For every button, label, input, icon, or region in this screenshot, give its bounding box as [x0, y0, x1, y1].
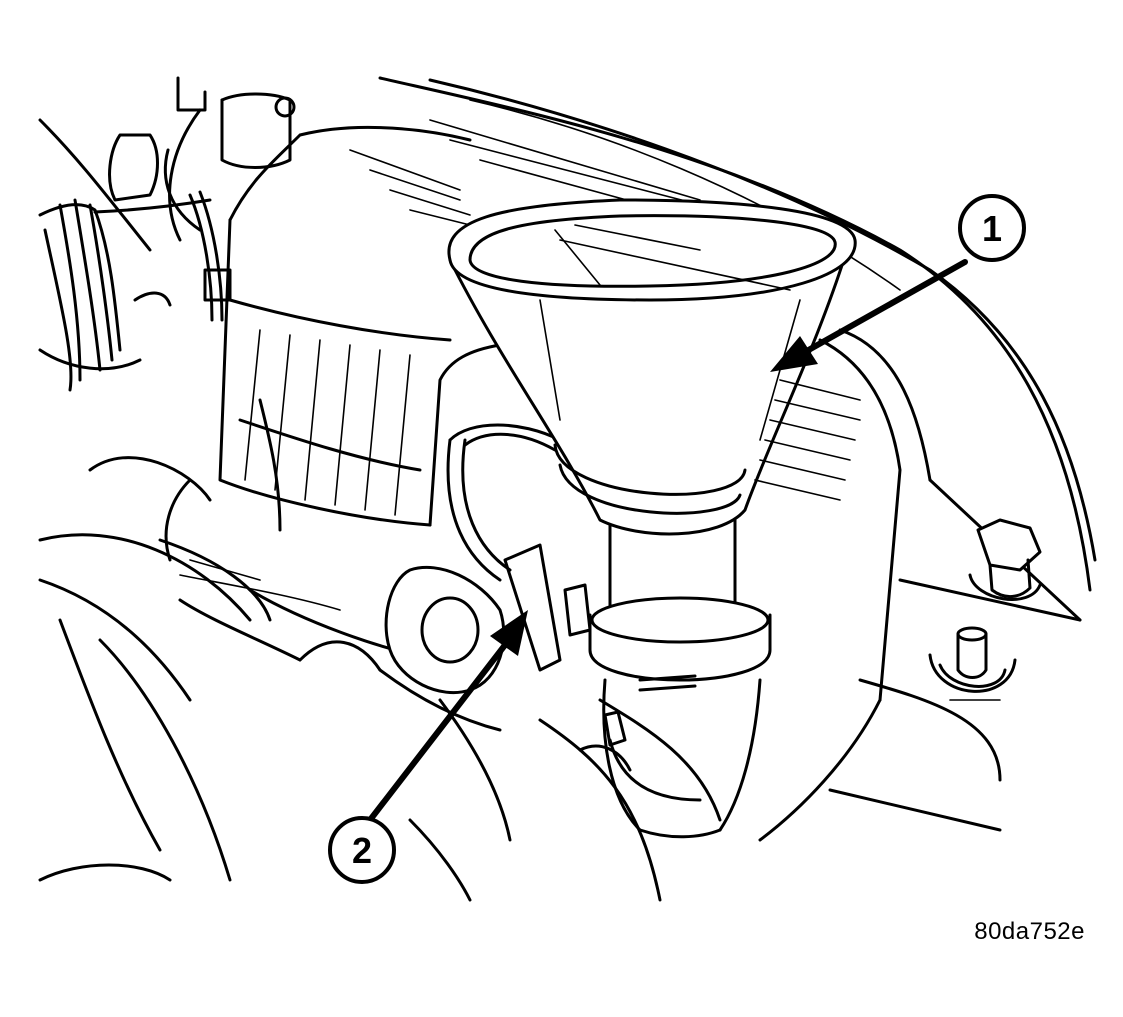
callout-1-arrowhead — [770, 336, 818, 372]
vent-hose — [446, 423, 562, 582]
callout-1-number: 1 — [982, 208, 1002, 249]
funnel — [447, 198, 861, 839]
hood-outline — [38, 76, 1097, 592]
callout-2-arrowhead — [490, 610, 528, 656]
hex-bolt — [968, 518, 1042, 601]
upper-hose — [163, 92, 296, 232]
callout-1: 1 — [770, 194, 1026, 372]
figure-id-label: 80da752e — [974, 918, 1085, 945]
callout-2-number: 2 — [352, 830, 372, 871]
callout-1-leader — [802, 259, 968, 355]
right-panel — [758, 328, 1082, 842]
callout-1-circle — [958, 194, 1026, 262]
stud — [928, 626, 1017, 693]
callout-2-leader — [367, 642, 508, 823]
fill-tube-cap — [384, 543, 632, 772]
air-cleaner-housing — [203, 119, 721, 527]
callout-2-circle — [328, 816, 396, 884]
callout-2: 2 — [328, 610, 528, 884]
intake-bellows — [38, 133, 224, 392]
